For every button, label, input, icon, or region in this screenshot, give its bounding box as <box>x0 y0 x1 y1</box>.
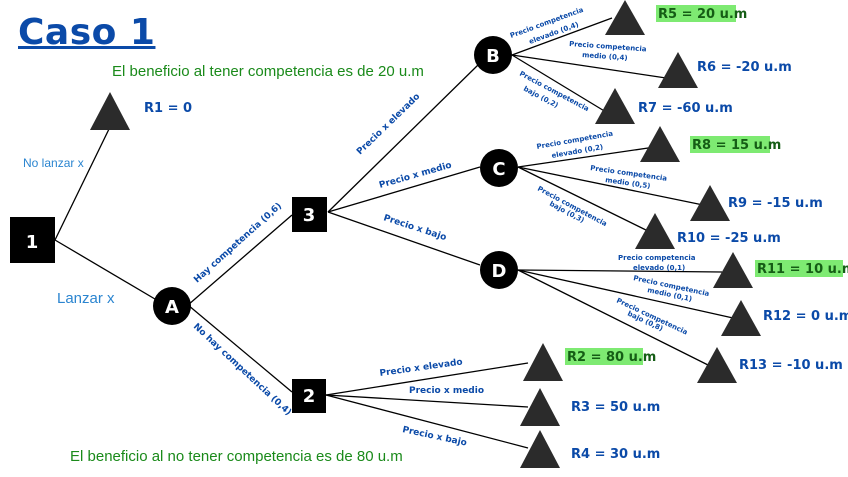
edge-3-d <box>327 211 481 266</box>
branch-label-hay-competencia: Hay competencia (0,6) <box>192 201 284 285</box>
branch-label-d3-elevado: Precio x elevado <box>355 92 422 157</box>
edge-a-2 <box>187 304 293 393</box>
chance-node-c[interactable]: C <box>480 149 518 187</box>
terminal-r7-icon <box>595 88 635 124</box>
edge-2-r3 <box>325 394 529 408</box>
svg-text:2: 2 <box>303 386 316 407</box>
highlight-r11 <box>755 260 843 277</box>
terminal-r12-icon <box>721 300 761 336</box>
highlight-r8 <box>690 136 770 153</box>
branch-label-d3-bajo: Precio x bajo <box>382 213 447 243</box>
edge-d-r12 <box>517 269 734 319</box>
edge-c-r9 <box>517 166 709 207</box>
edge-b-r7 <box>511 54 607 113</box>
svg-text:3: 3 <box>303 205 316 226</box>
terminal-r2-icon <box>523 343 563 381</box>
terminal-r6-icon <box>658 52 698 88</box>
svg-text:C: C <box>492 159 505 180</box>
result-r9: R9 = -15 u.m <box>728 196 823 211</box>
result-r4: R4 = 30 u.m <box>571 447 660 462</box>
result-r11: R11 = 10 u.m <box>757 262 848 277</box>
terminal-r13-icon <box>697 347 737 383</box>
edge-c-r8 <box>517 146 656 168</box>
svg-text:1: 1 <box>26 232 39 253</box>
svg-text:B: B <box>486 46 500 67</box>
terminal-r3-icon <box>520 388 560 426</box>
terminal-nodes <box>90 0 761 468</box>
highlights <box>565 5 843 365</box>
result-r3: R3 = 50 u.m <box>571 400 660 415</box>
edge-b-r5 <box>511 17 613 56</box>
chance-node-d[interactable]: D <box>480 251 518 289</box>
highlight-r2 <box>565 348 643 365</box>
result-r12: R12 = 0 u.m <box>763 309 848 324</box>
chance-node-b[interactable]: B <box>474 36 512 74</box>
chance-node-a[interactable]: A <box>153 287 191 325</box>
result-r8: R8 = 15 u.m <box>692 138 781 153</box>
decision-node-3[interactable]: 3 <box>292 197 327 232</box>
result-r7: R7 = -60 u.m <box>638 101 733 116</box>
note-with-competition: El beneficio al tener competencia es de … <box>112 63 424 80</box>
edge-3-c <box>327 166 481 213</box>
edge-c-r10 <box>517 166 651 233</box>
edge-a-3 <box>187 214 293 306</box>
svg-text:D: D <box>492 261 507 282</box>
branch-label-d-elevado-1: Precio competencia <box>618 254 696 262</box>
highlight-r5 <box>656 5 736 22</box>
edge-d-r11 <box>517 269 723 273</box>
edge-3-b <box>327 64 479 213</box>
result-r6: R6 = -20 u.m <box>697 60 792 75</box>
terminal-r11-icon <box>713 252 753 288</box>
edge-d-r13 <box>517 269 711 367</box>
edge-b-r6 <box>511 54 667 79</box>
branch-label-no-hay-competencia: No hay competencia (0,4) <box>191 322 293 418</box>
result-r2: R2 = 80 u.m <box>567 350 656 365</box>
edge-2-r4 <box>325 394 529 449</box>
result-r1: R1 = 0 <box>144 101 192 116</box>
terminal-r4-icon <box>520 430 560 468</box>
terminal-r5-icon <box>605 0 645 35</box>
branch-label-b-medio-2: medio (0,4) <box>582 51 628 62</box>
decision-node-2[interactable]: 2 <box>292 379 326 413</box>
result-r13: R13 = -10 u.m <box>739 358 843 373</box>
terminal-r8-icon <box>640 126 680 162</box>
svg-text:A: A <box>165 297 179 318</box>
terminal-r1-icon <box>90 92 130 130</box>
edge-1-r1 <box>54 126 111 241</box>
branch-label-d-elevado-2: elevado (0,1) <box>633 264 685 272</box>
result-r10: R10 = -25 u.m <box>677 231 781 246</box>
decision-node-1[interactable]: 1 <box>10 217 55 263</box>
branch-label-no-lanzar: No lanzar x <box>23 156 84 170</box>
terminal-r9-icon <box>690 185 730 221</box>
edge-2-r2 <box>325 362 529 396</box>
result-r5: R5 = 20 u.m <box>658 7 747 22</box>
edge-1-a <box>54 239 161 303</box>
branch-label-d2-medio: Precio x medio <box>409 386 484 396</box>
page-title: Caso 1 <box>18 12 156 53</box>
edges <box>54 17 734 449</box>
terminal-r10-icon <box>635 213 675 249</box>
branch-label-b-medio-1: Precio competencia <box>569 40 647 53</box>
note-without-competition: El beneficio al no tener competencia es … <box>70 448 403 465</box>
branch-label-d2-bajo: Precio x bajo <box>401 425 467 448</box>
branch-label-lanzar: Lanzar x <box>57 290 115 307</box>
